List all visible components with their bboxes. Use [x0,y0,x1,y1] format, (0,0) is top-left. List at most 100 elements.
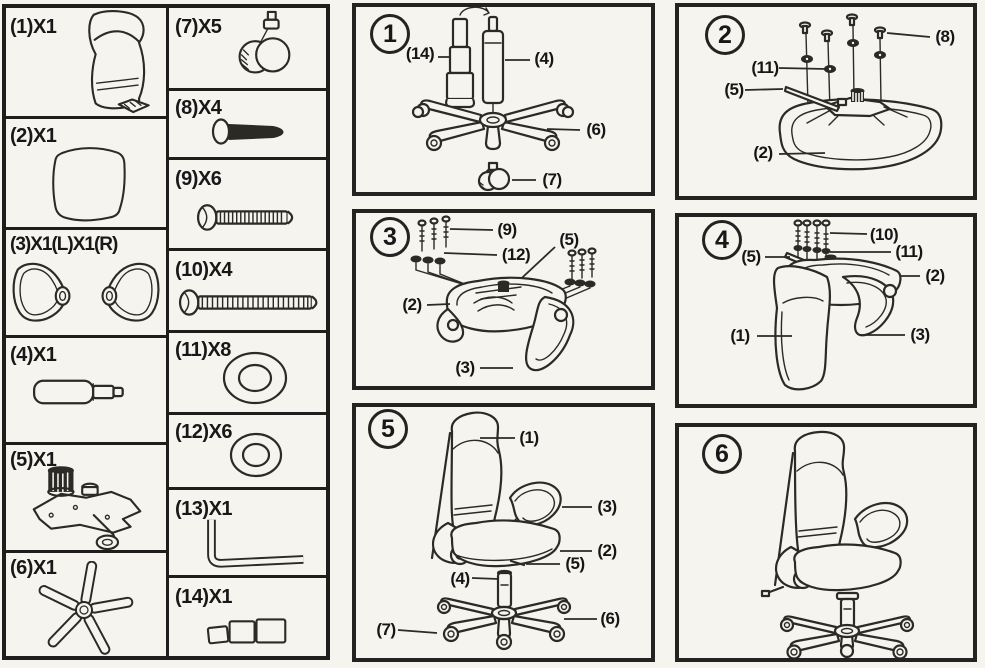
callout-label: (2) [753,143,773,162]
callout-label: (1) [519,428,539,447]
step-number-badge: 3 [370,217,410,257]
part-label: (13)X1 [175,498,233,520]
callout-label: (6) [586,120,606,139]
part-label: (2)X1 [10,125,57,147]
step-number: 4 [715,225,729,254]
backrest-drawing [88,10,150,114]
part-cell-allen-key: (13)X1 [169,490,328,575]
part-label: (4)X1 [10,344,57,366]
step-number: 5 [381,414,395,443]
part-cell-telescopic-cover: (14)X1 [169,578,328,658]
step-panel-2: 2 [675,3,977,200]
part-label: (6)X1 [10,557,57,579]
callout-label: (2) [925,266,945,285]
table-divider [166,575,330,578]
table-divider [2,335,166,338]
part-cell-tilt-mechanism: (5)X1 [6,445,166,551]
table-divider [166,248,330,251]
medium-screw-drawing [196,204,294,231]
callout-label: (12) [501,245,531,264]
table-divider [166,330,330,333]
part-label: (7)X5 [175,16,222,38]
step-number-badge: 6 [702,434,742,474]
part-label: (10)X4 [175,259,233,281]
table-divider [166,88,330,91]
seat-drawing [52,147,126,222]
table-divider [2,227,166,230]
part-label: (12)X6 [175,421,233,443]
step-number-badge: 4 [702,220,742,260]
callout-label: (4) [534,49,554,68]
part-label: (8)X4 [175,97,222,119]
part-cell-large-washer: (11)X8 [169,333,328,412]
table-divider [166,487,330,490]
callout-label: (1) [730,326,750,345]
step-number: 1 [383,19,397,48]
step-number-badge: 2 [705,15,745,55]
step-panel-1: 1 (14) [352,3,655,196]
step-number: 2 [718,20,732,49]
part-label: (11)X8 [175,339,231,361]
step-4-illustration [757,219,920,391]
part-cell-medium-screw: (9)X6 [169,160,328,248]
part-label: (1)X1 [10,16,57,38]
step-number: 6 [715,439,729,468]
part-cell-long-screw: (10)X4 [169,251,328,330]
part-cell-seat: (2)X1 [6,119,166,227]
table-divider [2,116,166,119]
step-panel-4: 4 (10) (11) ( [675,213,977,408]
telescopic-cover-drawing [206,618,287,645]
callout-label: (2) [597,541,617,560]
step-panel-5: 5 [352,403,655,662]
step-3-illustration [410,215,597,372]
callout-label: (8) [935,27,955,46]
callout-label: (14) [405,44,435,63]
part-cell-gas-lift: (4)X1 [6,338,166,442]
table-divider [166,412,330,415]
step-5-illustration [397,411,597,651]
callout-label: (10) [869,225,899,244]
part-label: (3)X1(L)X1(R) [10,234,118,255]
step-panel-3: 3 [352,209,655,390]
step-panel-6: 6 [675,423,977,662]
allen-key-drawing [207,519,304,568]
callout-label: (5) [724,80,744,99]
callout-label: (3) [455,358,475,377]
callout-label: (2) [402,295,422,314]
callout-label: (7) [542,170,562,189]
callout-label: (3) [597,497,617,516]
callout-label: (5) [565,554,585,573]
table-divider [2,442,166,445]
callout-label: (11) [751,58,779,77]
callout-label: (7) [376,620,396,639]
callout-label: (5) [559,230,579,249]
part-label: (5)X1 [10,449,57,471]
table-divider [166,157,330,160]
step-number: 3 [383,222,397,251]
callout-label: (6) [600,609,620,628]
part-cell-short-bolt: (8)X4 [169,91,328,157]
long-screw-drawing [178,289,318,316]
part-cell-backrest: (1)X1 [6,8,166,116]
part-cell-caster: (7)X5 [169,8,328,88]
caster-drawing [238,10,291,74]
five-star-base-drawing [38,561,134,655]
callout-label: (5) [741,247,761,266]
callout-label: (11) [895,242,923,261]
step-number-badge: 5 [368,409,408,449]
callout-label: (4) [450,569,470,588]
short-bolt-drawing [211,118,284,145]
tilt-mechanism-drawing [32,466,142,551]
step-2-illustration [744,13,943,171]
armrests-drawing [12,262,160,322]
table-divider [2,550,166,553]
callout-label: (3) [910,325,930,344]
large-washer-drawing [222,351,288,405]
part-cell-armrests: (3)X1(L)X1(R) [6,230,166,335]
callout-label: (9) [497,220,517,239]
part-cell-five-star-base: (6)X1 [6,553,166,658]
small-washer-drawing [229,432,283,478]
step-1-illustration [411,7,581,192]
step-6-illustration [760,430,915,658]
